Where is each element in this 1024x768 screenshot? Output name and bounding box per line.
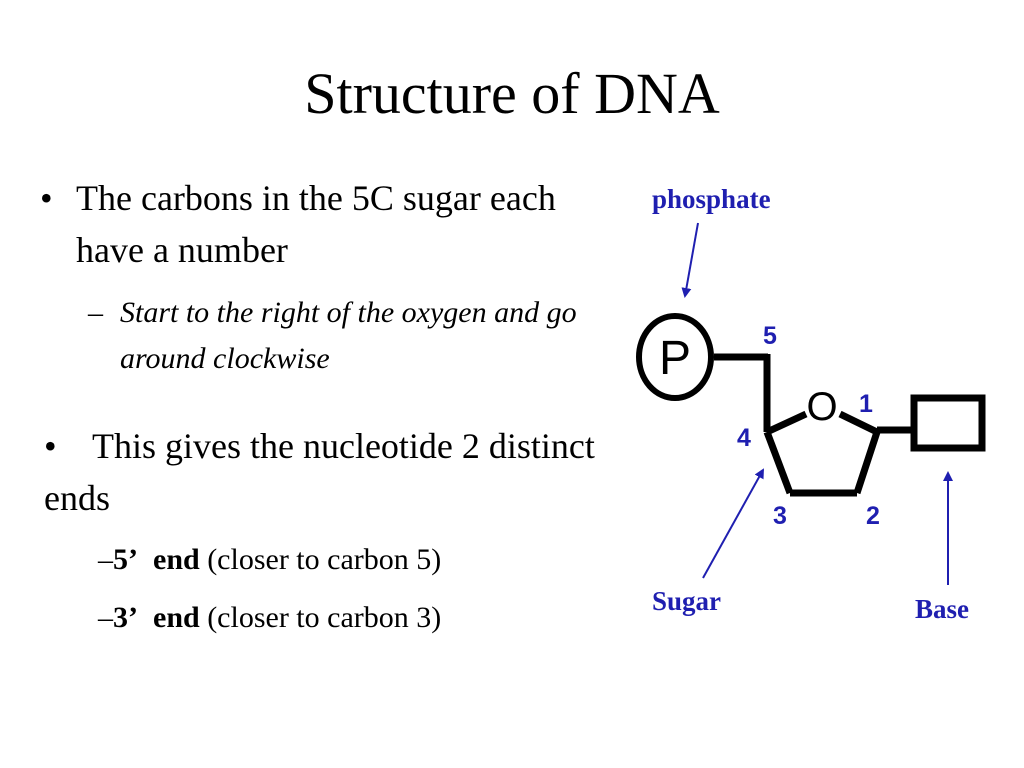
end-number: 3 — [113, 601, 128, 634]
three-prime-end-item: –3’ end (closer to carbon 3) — [98, 598, 441, 638]
phosphate-label: phosphate — [652, 184, 771, 214]
c4-oxygen-bond — [765, 410, 808, 436]
base-label: Base — [915, 594, 969, 624]
end-description: (closer to carbon 3) — [207, 601, 442, 634]
end-number: 5 — [113, 543, 128, 576]
c1-c2-bond — [853, 430, 881, 495]
carbon-3-number: 3 — [773, 502, 787, 530]
c3-c4-bond — [763, 430, 794, 495]
end-word: end — [153, 543, 200, 576]
carbon-1-number: 1 — [859, 390, 873, 418]
carbon-4-number: 4 — [737, 424, 751, 452]
base-box — [910, 394, 986, 452]
bullet-marker: • — [44, 426, 57, 466]
end-word: end — [153, 601, 200, 634]
dash-marker: – — [98, 601, 113, 634]
bullet-text: This gives the nucleotide 2 distinct end… — [44, 426, 595, 518]
sub-bullet-marker: – — [88, 296, 103, 329]
bullet-distinct-ends: •This gives the nucleotide 2 distinct en… — [44, 420, 614, 524]
end-description: (closer to carbon 5) — [207, 543, 442, 576]
carbon-2-number: 2 — [866, 502, 880, 530]
prime-mark: ’ — [128, 601, 138, 634]
prime-mark: ’ — [128, 543, 138, 576]
sugar-label: Sugar — [652, 586, 721, 616]
sub-bullet-clockwise: – Start to the right of the oxygen and g… — [88, 290, 618, 382]
sugar-arrow — [702, 468, 764, 579]
bullet-text: The carbons in the 5C sugar each have a … — [76, 178, 556, 270]
bullet-marker: • — [40, 178, 53, 218]
sub-bullet-text: Start to the right of the oxygen and go … — [120, 296, 577, 375]
phosphate-symbol: P — [659, 332, 691, 385]
dash-marker: – — [98, 543, 113, 576]
oxygen-symbol: O — [806, 385, 837, 429]
slide-title: Structure of DNA — [304, 61, 720, 126]
five-prime-end-item: –5’ end (closer to carbon 5) — [98, 540, 441, 580]
carbon-5-number: 5 — [763, 322, 777, 350]
bullet-carbons: • The carbons in the 5C sugar each have … — [40, 172, 600, 276]
phosphate-arrow — [681, 222, 699, 298]
